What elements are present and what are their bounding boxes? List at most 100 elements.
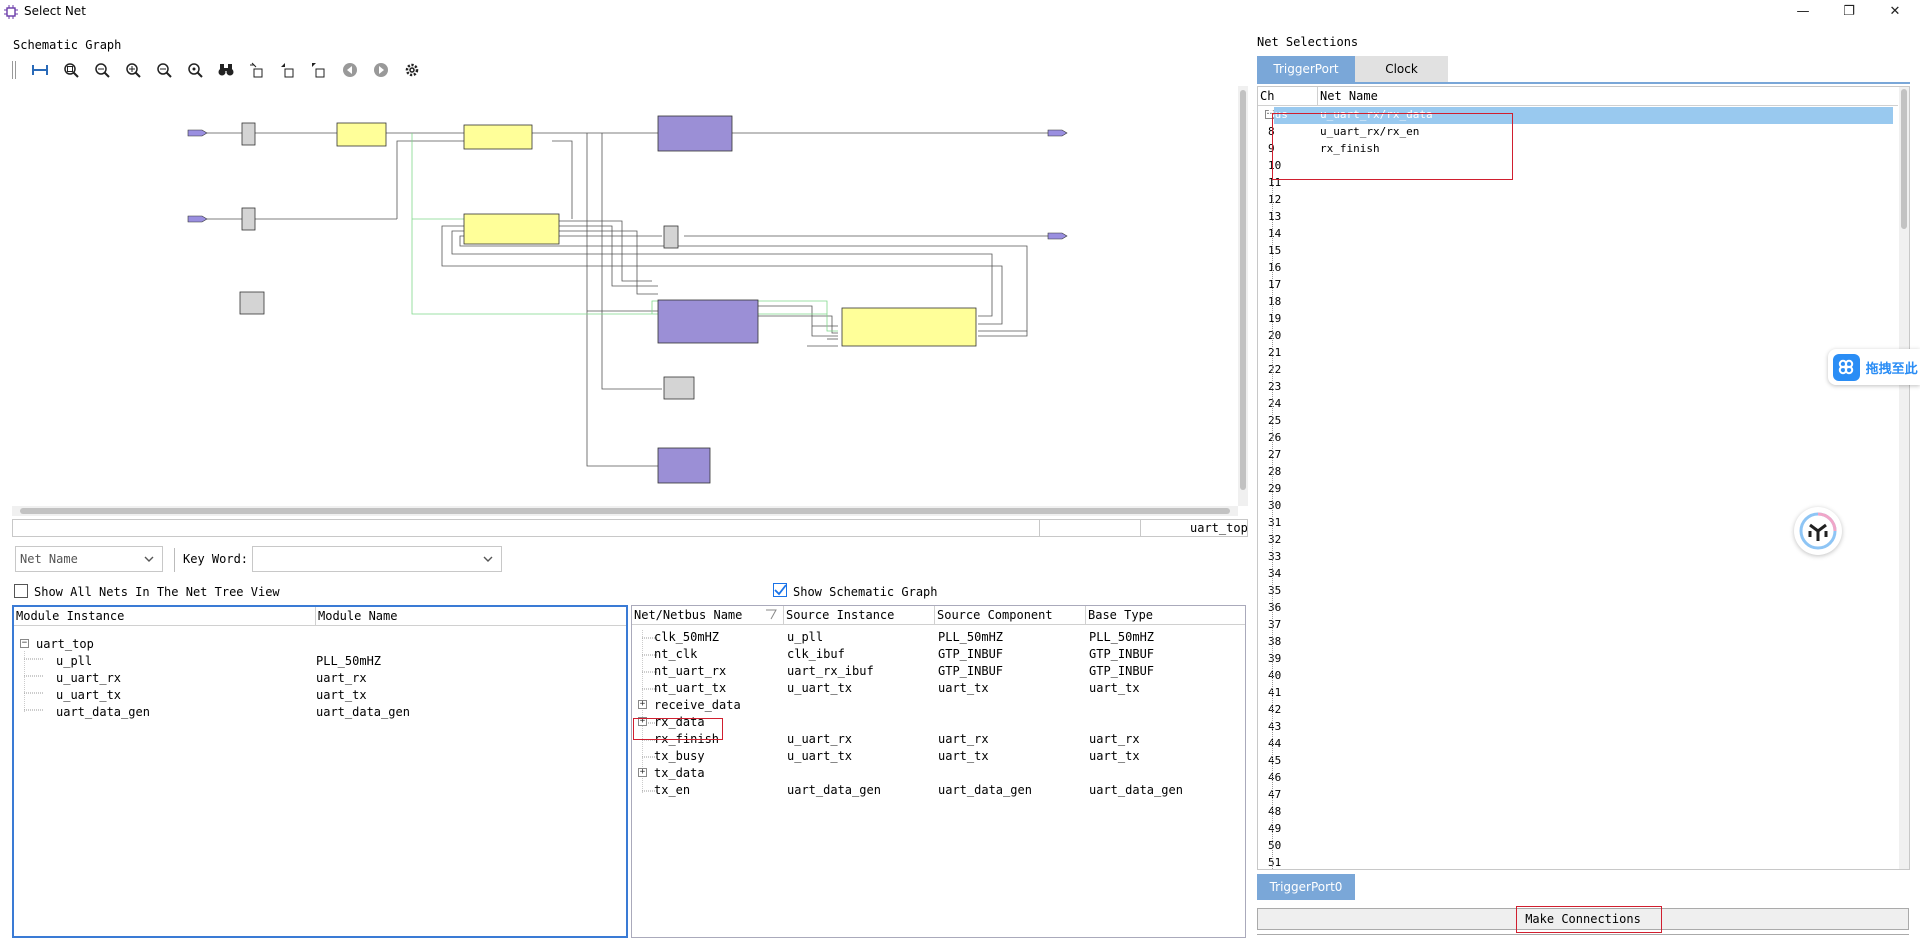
channel-row[interactable]: 19 [1258,311,1893,328]
tab-clock[interactable]: Clock [1355,56,1448,82]
table-row[interactable]: +tx_data [632,765,1242,782]
select-tool-icon[interactable] [241,59,272,81]
zoom-fit-icon[interactable] [55,59,86,81]
channel-row[interactable]: 15 [1258,243,1893,260]
channel-row[interactable]: 33 [1258,549,1893,566]
channel-row[interactable]: 22 [1258,362,1893,379]
show-schematic-checkbox[interactable] [773,583,787,597]
gear-icon[interactable] [396,59,427,81]
channel-row[interactable]: 29 [1258,481,1893,498]
channel-row[interactable]: 50 [1258,838,1893,855]
tree-root-row[interactable]: − uart_top [20,637,620,654]
channel-row[interactable]: 26 [1258,430,1893,447]
table-row[interactable]: +receive_data [632,697,1242,714]
make-connections-button[interactable]: Make Connections [1257,908,1909,930]
select-expand-icon[interactable] [272,59,303,81]
channel-row[interactable]: 24 [1258,396,1893,413]
channel-row[interactable]: 21 [1258,345,1893,362]
channel-row[interactable]: 48 [1258,804,1893,821]
channel-row[interactable]: 27 [1258,447,1893,464]
channel-row[interactable]: 39 [1258,651,1893,668]
expand-icon[interactable]: + [638,716,647,726]
keyword-input[interactable] [252,546,502,572]
channel-row[interactable]: 30 [1258,498,1893,515]
column-header-base-type[interactable]: Base Type [1088,608,1154,622]
channel-row[interactable]: 10 [1258,158,1893,175]
column-header-ch[interactable]: Ch [1258,87,1318,105]
channel-row[interactable]: 14 [1258,226,1893,243]
column-header-net-name[interactable]: Net Name [1320,89,1378,103]
column-header-net-name[interactable]: Net/Netbus Name [632,606,784,624]
channel-row[interactable]: 49 [1258,821,1893,838]
column-header-module-name[interactable]: Module Name [318,609,398,623]
channel-list-scrollbar[interactable] [1899,87,1909,869]
collapse-icon[interactable]: − [20,638,29,648]
channel-row[interactable]: 44 [1258,736,1893,753]
column-header-source-instance[interactable]: Source Instance [784,606,935,624]
fit-width-icon[interactable] [24,59,55,81]
channel-row[interactable]: 46 [1258,770,1893,787]
channel-row[interactable]: 45 [1258,753,1893,770]
column-header-module-instance[interactable]: Module Instance [14,607,316,625]
channel-row[interactable]: 36 [1258,600,1893,617]
channel-row[interactable]: 23 [1258,379,1893,396]
table-row[interactable]: +rx_data [632,714,1242,731]
binoculars-icon[interactable] [210,59,241,81]
zoom-area-icon[interactable] [86,59,117,81]
channel-row[interactable]: 32 [1258,532,1893,549]
toolbar-grip[interactable] [12,61,16,79]
tab-triggerport0[interactable]: TriggerPort0 [1257,874,1355,900]
channel-row[interactable]: 34 [1258,566,1893,583]
channel-row[interactable]: 47 [1258,787,1893,804]
back-icon[interactable] [334,59,365,81]
channel-row[interactable]: 43 [1258,719,1893,736]
list-item[interactable]: u_pll PLL_50mHZ [56,654,382,668]
tab-triggerport[interactable]: TriggerPort [1257,56,1355,82]
assistant-float-icon[interactable] [1794,507,1842,555]
channel-row[interactable]: 41 [1258,685,1893,702]
select-collapse-icon[interactable] [303,59,334,81]
minimize-button[interactable]: — [1796,3,1810,19]
channel-row[interactable]: 12 [1258,192,1893,209]
net-name-filter-dropdown[interactable]: Net Name [15,546,163,572]
channel-row[interactable]: 20 [1258,328,1893,345]
channel-row[interactable]: 31 [1258,515,1893,532]
zoom-in-icon[interactable] [117,59,148,81]
maximize-button[interactable]: ❐ [1843,3,1855,19]
channel-row[interactable]: 40 [1258,668,1893,685]
show-all-nets-checkbox[interactable] [14,584,28,598]
drag-to-here-widget[interactable]: 拖拽至此 [1828,349,1920,385]
expand-icon[interactable]: + [1265,109,1274,119]
list-item[interactable]: u_uart_rx uart_rx [56,671,367,685]
zoom-reset-icon[interactable] [179,59,210,81]
column-header-source-component[interactable]: Source Component [935,606,1086,624]
expand-icon[interactable]: + [638,699,647,709]
channel-row[interactable]: 16 [1258,260,1893,277]
channel-row[interactable]: 25 [1258,413,1893,430]
channel-row[interactable]: 17 [1258,277,1893,294]
channel-row[interactable]: 18 [1258,294,1893,311]
channel-row[interactable]: 51 [1258,855,1893,869]
zoom-out-icon[interactable] [148,59,179,81]
schematic-canvas[interactable] [12,86,1238,506]
forward-icon[interactable] [365,59,396,81]
schematic-horizontal-scrollbar[interactable] [12,506,1238,516]
channel-row[interactable]: 37 [1258,617,1893,634]
list-item[interactable]: uart_data_gen uart_data_gen [56,705,410,719]
channel-row[interactable]: 42 [1258,702,1893,719]
channel-row[interactable]: 28 [1258,464,1893,481]
channel-row[interactable]: 35 [1258,583,1893,600]
list-item[interactable]: u_uart_tx uart_tx [56,688,367,702]
schematic-vertical-scrollbar[interactable] [1238,86,1248,506]
channel-row[interactable]: 13 [1258,209,1893,226]
